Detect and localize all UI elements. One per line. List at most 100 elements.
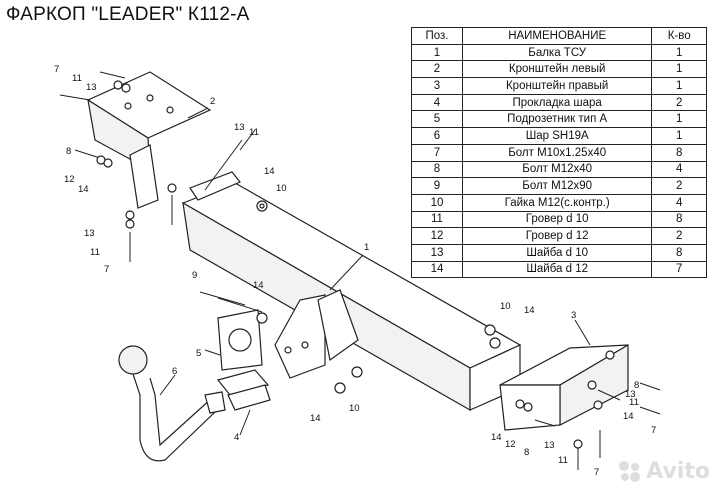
- cell-qty: 2: [651, 93, 707, 112]
- center-plates-part: [274, 289, 359, 379]
- cell-name: Кронштейн правый: [461, 77, 653, 95]
- cell-pos: 2: [411, 60, 463, 79]
- cell-qty: 1: [651, 43, 707, 62]
- cell-qty: 4: [651, 160, 707, 179]
- cell-qty: 7: [651, 260, 707, 279]
- cell-name: Болт М12х90: [461, 177, 653, 195]
- part-callouts: 1 2 3 4 5 6 7 7 7 7 8 8 8 9 10 10 10 11 …: [54, 64, 656, 478]
- cell-name: Шар SH19A: [461, 127, 653, 145]
- callout-9: 9: [192, 270, 197, 281]
- callout-5: 5: [196, 348, 201, 359]
- callout-11c: 11: [90, 247, 100, 258]
- cell-pos: 9: [411, 177, 463, 195]
- cell-name: Болт М12х40: [461, 160, 653, 179]
- callout-14d: 14: [524, 305, 535, 316]
- header-qty: К-во: [651, 27, 707, 45]
- callout-14f: 14: [491, 432, 502, 443]
- callout-14a: 14: [78, 184, 89, 195]
- cell-qty: 2: [651, 227, 707, 245]
- header-pos: Поз.: [411, 27, 463, 45]
- cell-pos: 14: [411, 260, 463, 279]
- cell-name: Балка ТСУ: [461, 43, 653, 62]
- nuts-washers-group: [96, 80, 603, 449]
- callout-14g: 14: [623, 411, 634, 422]
- cell-qty: 1: [651, 60, 707, 79]
- cell-pos: 10: [411, 193, 463, 212]
- callout-6: 6: [172, 366, 177, 377]
- callout-7a: 7: [54, 64, 59, 75]
- cell-qty: 1: [651, 110, 707, 129]
- callout-1: 1: [364, 242, 369, 253]
- cell-name: Шайба d 12: [461, 260, 653, 279]
- callout-10a: 10: [276, 183, 287, 194]
- callout-8c: 8: [524, 447, 529, 458]
- cell-pos: 1: [411, 43, 463, 62]
- cell-name: Гайка М12(с.контр.): [461, 193, 653, 212]
- cell-pos: 12: [411, 227, 463, 245]
- header-name: НАИМЕНОВАНИЕ: [461, 27, 653, 45]
- table-header-row: Поз. НАИМЕНОВАНИЕ К-во: [411, 27, 707, 45]
- avito-logo-icon: [619, 461, 641, 482]
- callout-7b: 7: [104, 264, 109, 275]
- callout-12a: 12: [64, 174, 75, 185]
- cell-name: Гровер d 10: [461, 210, 653, 229]
- cell-qty: 8: [651, 143, 707, 162]
- cell-qty: 8: [651, 243, 707, 262]
- callout-13c: 13: [84, 228, 95, 239]
- cell-pos: 11: [411, 210, 463, 229]
- callout-2: 2: [210, 96, 215, 107]
- callout-11d: 11: [629, 397, 639, 408]
- cell-pos: 3: [411, 77, 463, 95]
- cell-qty: 4: [651, 193, 707, 212]
- socket-plate-part: [217, 309, 263, 371]
- callout-14c: 14: [253, 280, 264, 291]
- callout-13e: 13: [544, 440, 555, 451]
- cell-pos: 7: [411, 143, 463, 162]
- callout-7c: 7: [651, 425, 656, 436]
- callout-14e: 14: [310, 413, 321, 424]
- leader-lines: [159, 107, 591, 436]
- callout-11b: 11: [249, 127, 259, 138]
- cell-qty: 1: [651, 127, 707, 145]
- callout-10b: 10: [500, 301, 511, 312]
- callout-13b: 13: [234, 122, 245, 133]
- callout-11e: 11: [558, 455, 568, 466]
- callout-14b: 14: [264, 166, 275, 177]
- callout-13a: 13: [86, 82, 97, 93]
- avito-watermark: Avito: [616, 458, 710, 484]
- callout-8b: 8: [634, 380, 639, 391]
- tow-ball-part: [118, 345, 226, 462]
- callout-8a: 8: [66, 146, 71, 157]
- cell-pos: 13: [411, 243, 463, 262]
- cell-name: Прокладка шара: [461, 93, 653, 112]
- callout-11a: 11: [72, 73, 82, 84]
- cell-qty: 2: [651, 177, 707, 195]
- bolts-group: [59, 71, 661, 470]
- cell-name: Кронштейн левый: [461, 60, 653, 79]
- callout-7d: 7: [594, 467, 599, 478]
- cell-name: Подрозетник тип А: [461, 110, 653, 129]
- ball-spacers-part: [216, 369, 271, 411]
- cell-name: Болт М10х1.25х40: [461, 143, 653, 162]
- cell-pos: 4: [411, 93, 463, 112]
- cell-pos: 8: [411, 160, 463, 179]
- cell-qty: 1: [651, 77, 707, 95]
- cell-qty: 8: [651, 210, 707, 229]
- callout-10c: 10: [349, 403, 360, 414]
- page-title: ФАРКОП "LEADER" К112-А: [6, 4, 250, 25]
